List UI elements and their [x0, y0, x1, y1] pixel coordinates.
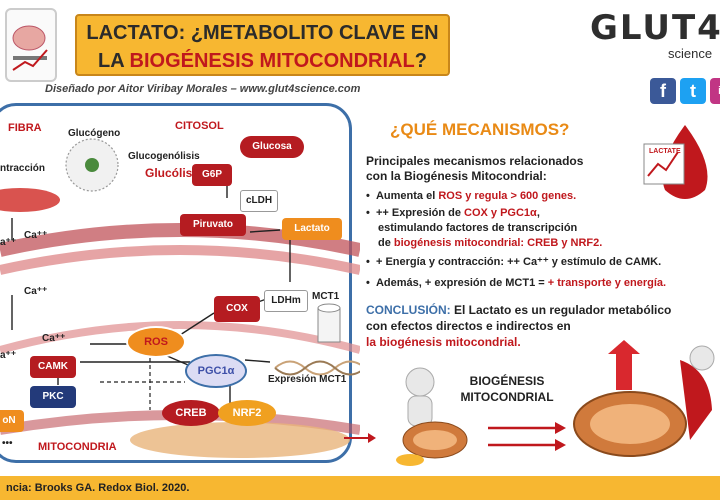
- bullet-mct1: • Además, + expresión de MCT1 = + transp…: [366, 277, 667, 289]
- creb-node: CREB: [162, 400, 220, 426]
- on-node: oN: [0, 410, 24, 432]
- conclusion-line-2: con efectos directos e indirectos en: [366, 319, 571, 333]
- conclusion-line-1: CONCLUSIÓN: El Lactato es un regulador m…: [366, 303, 672, 317]
- contraction-label: ntracción: [0, 163, 46, 174]
- glycolysis-label: Glucólisis: [145, 166, 203, 180]
- ldhm-box: LDHm: [264, 290, 308, 312]
- dots-label: •••: [2, 438, 13, 449]
- header-thumbnail-image: [5, 8, 57, 82]
- twitter-icon[interactable]: t: [680, 78, 706, 104]
- bullet-cox-pgc1a: • ++ Expresión de COX y PGC1α,: [366, 207, 540, 219]
- bullet-energy-calcium: • + Energía y contracción: ++ Ca⁺⁺ y est…: [366, 256, 662, 268]
- cytosol-label: CITOSOL: [175, 120, 224, 132]
- instagram-icon[interactable]: ig: [710, 78, 720, 104]
- cell-diagram-graphics: [0, 138, 360, 458]
- footer-bar: [0, 476, 720, 500]
- brand-subtitle: science: [668, 46, 713, 61]
- mct1-label: MCT1: [312, 291, 340, 302]
- facebook-icon[interactable]: f: [650, 78, 676, 104]
- calcium-label-4: a⁺⁺: [0, 237, 17, 248]
- pyruvate-node: Piruvato: [180, 214, 246, 236]
- reference-text: ncia: Brooks GA. Redox Biol. 2020.: [6, 482, 190, 494]
- intro-line-1: Principales mecanismos relacionados: [366, 154, 584, 168]
- title-line-1: LACTATO: ¿METABOLITO CLAVE EN: [86, 22, 439, 44]
- cox-node: COX: [214, 296, 260, 322]
- title-banner: LACTATO: ¿METABOLITO CLAVE EN LA BIOGÉNE…: [75, 14, 450, 76]
- g6p-node: G6P: [192, 164, 232, 186]
- glucose-node: Glucosa: [240, 136, 304, 158]
- biogenesis-illustration: [344, 340, 715, 466]
- conclusion-line-3: la biogénesis mitocondrial.: [366, 335, 521, 349]
- pgc1a-node: PGC1α: [185, 354, 247, 388]
- glycogenolysis-label: Glucogenólisis: [128, 151, 200, 162]
- mct1-expression-label: Expresión MCT1: [268, 374, 347, 385]
- brain-chart-icon: [12, 25, 48, 71]
- camk-node: CAMK: [30, 356, 76, 378]
- fiber-label: FIBRA: [8, 122, 42, 134]
- calcium-label-2: Ca⁺⁺: [24, 286, 48, 297]
- calcium-label-1: Ca⁺⁺: [24, 230, 48, 241]
- glycogen-label: Glucógeno: [68, 128, 121, 139]
- ros-node: ROS: [126, 326, 186, 358]
- bullet-biogenesis-factors: de biogénesis mitocondrial: CREB y NRF2.: [378, 237, 603, 249]
- pkc-node: PKC: [30, 386, 76, 408]
- mascot-sign-label: LACTATE: [649, 148, 681, 155]
- brand-logo: GLUT4: [590, 8, 720, 48]
- lactate-mascot-image: [643, 125, 708, 199]
- lactate-node: Lactato: [282, 218, 342, 240]
- bullet-transcription-line: estimulando factores de transcripción: [378, 222, 578, 234]
- muscle-fiber-shape: [0, 188, 60, 212]
- bullet-ros: • Aumenta el ROS y regula > 600 genes.: [366, 190, 577, 202]
- intro-line-2: con la Biogénesis Mitocondrial:: [366, 169, 547, 183]
- calcium-label-5: a⁺⁺: [0, 350, 17, 361]
- nrf2-node: NRF2: [218, 400, 276, 426]
- cldh-box: cLDH: [240, 190, 278, 212]
- mechanisms-heading: ¿QUÉ MECANISMOS?: [390, 120, 570, 139]
- calcium-label-3: Ca⁺⁺: [42, 333, 66, 344]
- author-credit: Diseñado por Aitor Viribay Morales – www…: [45, 83, 361, 95]
- mitochondria-label: MITOCONDRIA: [38, 441, 117, 453]
- title-line-2: LA BIOGÉNESIS MITOCONDRIAL?: [98, 50, 427, 72]
